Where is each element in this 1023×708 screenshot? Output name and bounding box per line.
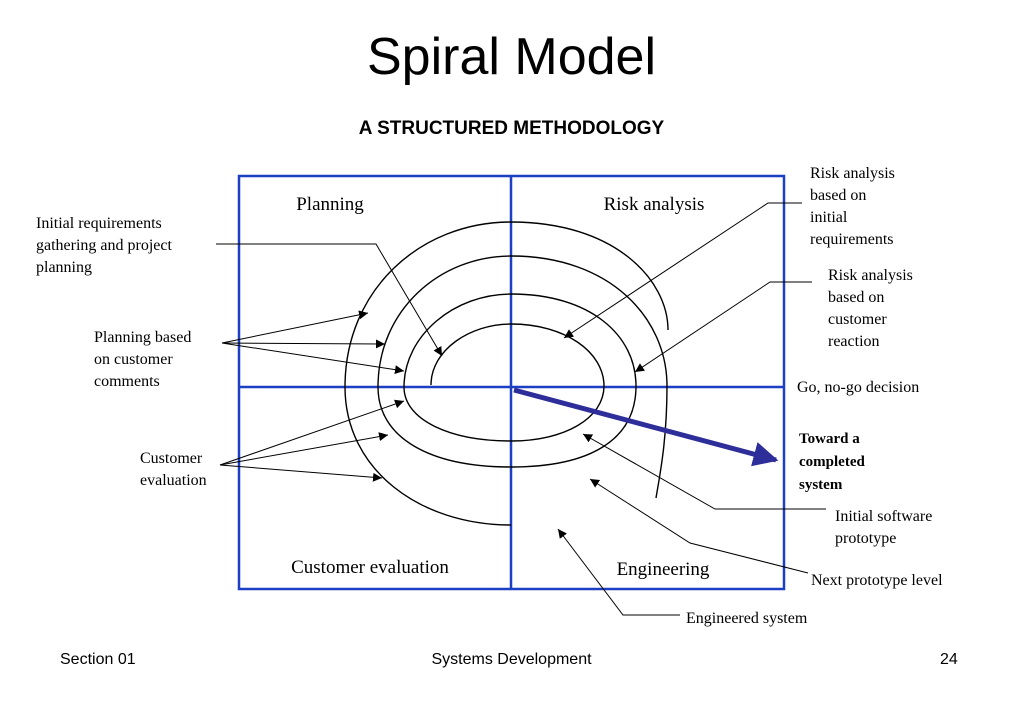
annotation-next-prototype-level: Next prototype level xyxy=(811,572,943,589)
annotation-initial-software-prototype: Initial software prototype xyxy=(835,508,936,547)
annotation-customer-evaluation: Customer evaluation xyxy=(140,450,207,489)
toward-completed-arrow xyxy=(513,387,779,467)
annotation-risk-initial-requirements: Risk analysis based on initial requireme… xyxy=(810,165,899,248)
spiral-curve xyxy=(344,221,669,526)
annotation-risk-customer-reaction: Risk analysis based on customer reaction xyxy=(828,267,917,350)
footer-section: Section 01 xyxy=(60,651,136,668)
quadrant-label-planning: Planning xyxy=(296,194,364,215)
leader-lines xyxy=(216,202,826,616)
annotation-go-no-go: Go, no-go decision xyxy=(797,379,919,396)
annotation-initial-requirements: Initial requirements gathering and proje… xyxy=(36,215,176,276)
quadrant-label-risk-analysis: Risk analysis xyxy=(604,194,705,215)
footer-page-number: 24 xyxy=(940,651,958,668)
quadrant-label-engineering: Engineering xyxy=(617,559,710,580)
annotation-toward-completed-system: Toward a completed system xyxy=(799,431,869,493)
footer-course-title: Systems Development xyxy=(431,651,592,668)
annotation-engineered-system: Engineered system xyxy=(686,610,808,627)
quadrant-label-customer-evaluation: Customer evaluation xyxy=(291,557,449,578)
slide-subtitle: A STRUCTURED METHODOLOGY xyxy=(358,118,665,139)
annotation-planning-customer-comments: Planning based on customer comments xyxy=(94,329,195,390)
quadrant-grid xyxy=(237,174,786,591)
slide-title: Spiral Model xyxy=(366,28,657,86)
